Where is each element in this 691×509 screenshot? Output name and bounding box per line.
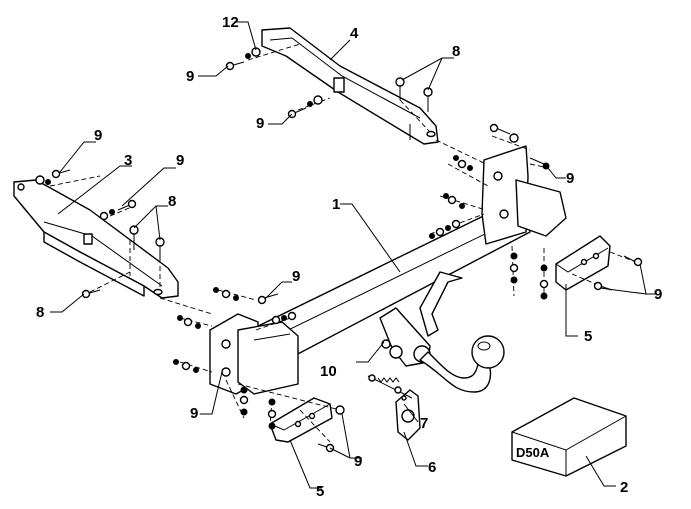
callout-numbers: 12 4 8 9 9 9 3 9 9 1 8 9 9 8 5 10 9 7 9 … — [36, 14, 662, 500]
bolt — [81, 289, 101, 299]
callout-9-left-upper: 9 — [94, 127, 102, 144]
callout-7: 7 — [420, 415, 428, 432]
spring-fastener — [367, 374, 413, 399]
alignment-lines — [49, 43, 637, 443]
callout-1: 1 — [332, 196, 340, 213]
callout-9-left-mid: 9 — [176, 152, 184, 169]
bolt — [155, 237, 165, 262]
packaged-component-box: D50A — [511, 397, 627, 477]
tow-ball-assembly — [379, 271, 505, 393]
bolt — [51, 169, 71, 179]
callout-9-right-lower: 9 — [654, 286, 662, 303]
callout-9-right-upper: 9 — [566, 170, 574, 187]
callout-9-center: 9 — [292, 268, 300, 285]
callout-9-top-left: 9 — [186, 68, 194, 85]
right-end-plate — [481, 145, 567, 245]
callout-2: 2 — [620, 479, 628, 496]
bolt — [423, 87, 433, 112]
callout-5-bottom: 5 — [316, 483, 324, 500]
callout-9-top-mid: 9 — [256, 115, 264, 132]
lower-bracket-left — [269, 397, 333, 443]
right-side-bracket — [261, 27, 439, 145]
callout-3: 3 — [124, 152, 132, 169]
bolt — [225, 61, 245, 71]
lower-bracket-right — [555, 235, 611, 291]
fasteners — [35, 47, 643, 453]
box-label: D50A — [516, 445, 550, 460]
callout-5-right: 5 — [584, 328, 592, 345]
socket-plate — [395, 389, 421, 441]
callout-9-lower-left: 9 — [190, 405, 198, 422]
callout-12: 12 — [222, 14, 239, 31]
callout-4: 4 — [350, 25, 359, 42]
callout-10: 10 — [320, 363, 337, 380]
bolt — [593, 281, 613, 291]
bolt — [623, 255, 643, 267]
bolt — [129, 225, 139, 250]
bolt — [117, 199, 137, 211]
callout-8-top: 8 — [452, 43, 460, 60]
callout-8-left: 8 — [168, 193, 176, 210]
leader-lines — [50, 21, 656, 489]
bolt — [529, 157, 550, 170]
left-end-plate — [209, 313, 299, 395]
callout-8-lower-left: 8 — [36, 304, 44, 321]
bolt — [287, 107, 307, 119]
callout-6: 6 — [428, 459, 436, 476]
bolt — [489, 123, 511, 135]
left-side-bracket — [13, 179, 179, 299]
bolt — [317, 443, 335, 453]
callout-9-bottom: 9 — [354, 453, 362, 470]
